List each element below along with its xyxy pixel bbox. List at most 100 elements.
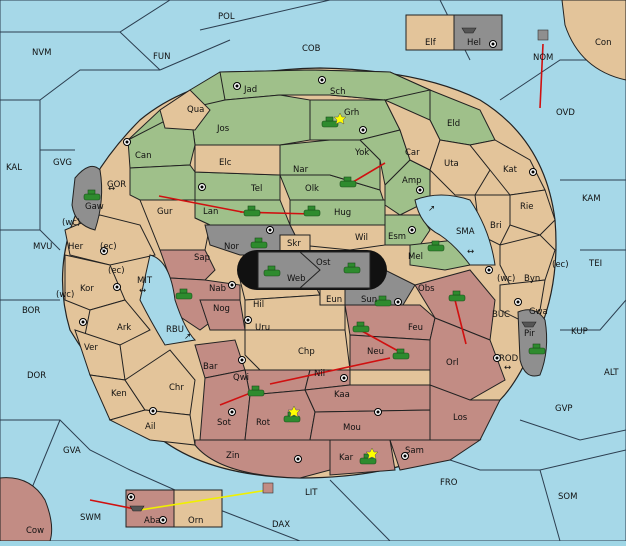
label-uru: Uru xyxy=(255,323,270,333)
label-gor: GOR xyxy=(107,180,126,190)
label-byn: Byn xyxy=(524,274,540,284)
tank-icon xyxy=(250,237,268,249)
coast-tag: (wc) xyxy=(56,290,74,300)
label-neu: Neu xyxy=(367,347,384,357)
svg-text:↗: ↗ xyxy=(428,204,435,214)
region-mou[interactable] xyxy=(309,409,431,441)
move-arrow xyxy=(158,195,243,213)
supply-center-icon xyxy=(228,408,236,416)
supply-center-icon xyxy=(408,226,416,234)
label-tel: Tel xyxy=(250,184,262,194)
label-bar: Bar xyxy=(203,362,218,372)
label-hel: Hel xyxy=(467,38,481,48)
region-zin[interactable] xyxy=(194,439,331,479)
label-rot: Rot xyxy=(256,418,271,428)
region-ail[interactable] xyxy=(108,409,196,446)
tank-icon xyxy=(247,385,265,397)
ship-icon xyxy=(537,29,549,41)
label-orl: Orl xyxy=(446,358,459,368)
label-kup: KUP xyxy=(571,327,588,337)
region-pir[interactable] xyxy=(517,309,548,377)
supply-center-icon xyxy=(416,186,424,194)
label-rie: Rie xyxy=(520,202,534,212)
region-sam[interactable] xyxy=(389,439,482,471)
region-web[interactable] xyxy=(257,251,321,289)
svg-text:↔: ↔ xyxy=(467,247,474,257)
supply-center-icon xyxy=(228,281,236,289)
label-uta: Uta xyxy=(444,159,459,169)
label-elf: Elf xyxy=(425,38,437,48)
supply-center-icon xyxy=(340,374,348,382)
label-esm: Esm xyxy=(388,232,406,242)
label-jos: Jos xyxy=(216,124,230,134)
tank-icon xyxy=(303,205,321,217)
label-mel: Mel xyxy=(408,252,423,262)
label-gwa: Gwa xyxy=(529,307,548,317)
coast-tag: (ec) xyxy=(108,266,125,276)
label-ark: Ark xyxy=(117,323,131,333)
label-fro: FRO xyxy=(440,478,458,488)
label-lit: LIT xyxy=(305,488,318,498)
label-car: Car xyxy=(405,148,420,158)
region-ark[interactable] xyxy=(84,299,151,346)
region-kar[interactable] xyxy=(329,439,396,476)
support-arrow xyxy=(139,489,269,511)
label-mit: MIT xyxy=(137,276,153,286)
region-tel[interactable] xyxy=(194,171,281,201)
label-mou: Mou xyxy=(343,423,361,433)
label-eld: Eld xyxy=(447,119,460,129)
tank-icon xyxy=(339,176,357,188)
supply-center-icon xyxy=(374,408,382,416)
label-buc: BUC xyxy=(492,310,510,320)
svg-text:↔: ↔ xyxy=(504,363,511,373)
label-kal: KAL xyxy=(6,163,22,173)
label-grh: Grh xyxy=(344,108,359,118)
svg-text:↔: ↔ xyxy=(108,184,115,194)
label-her: Her xyxy=(68,242,84,252)
region-gur[interactable] xyxy=(129,164,196,201)
label-ost: Ost xyxy=(316,258,331,268)
label-yok: Yok xyxy=(354,148,369,158)
label-gvp: GVP xyxy=(555,404,573,414)
label-con: Con xyxy=(595,38,612,48)
label-obs: Obs xyxy=(418,284,435,294)
region-elc[interactable] xyxy=(194,144,281,176)
move-arrow xyxy=(359,329,401,353)
label-skr: Skr xyxy=(287,239,301,249)
label-kar: Kar xyxy=(339,453,354,463)
label-bor: BOR xyxy=(22,306,40,316)
region-cow[interactable] xyxy=(0,477,53,542)
region-orn[interactable] xyxy=(173,489,223,528)
star-burst-icon xyxy=(365,447,379,460)
tank-icon xyxy=(352,321,370,333)
tank-icon xyxy=(392,348,410,360)
tank-icon xyxy=(427,240,445,252)
label-jad: Jad xyxy=(243,85,257,95)
label-tei: TEI xyxy=(588,259,602,269)
supply-center-icon xyxy=(79,318,87,326)
supply-center-icon xyxy=(401,452,409,460)
region-rot[interactable] xyxy=(244,389,316,441)
supply-center-icon xyxy=(493,354,501,362)
region-chr[interactable] xyxy=(124,349,196,416)
label-hil: Hil xyxy=(253,300,264,310)
label-sam: Sam xyxy=(405,446,424,456)
supply-center-icon xyxy=(489,40,497,48)
label-dax: DAX xyxy=(272,520,290,530)
label-kam: KAM xyxy=(582,194,601,204)
region-nar[interactable] xyxy=(279,139,381,191)
supply-center-icon xyxy=(238,356,246,364)
supply-centers xyxy=(79,40,537,524)
label-qwi: Qwi xyxy=(233,373,249,383)
region-qua[interactable] xyxy=(159,89,211,131)
region-elf[interactable] xyxy=(405,14,455,51)
label-wil: Wil xyxy=(355,233,368,243)
region-nog[interactable] xyxy=(199,299,246,331)
label-olk: Olk xyxy=(305,184,319,194)
region-obs[interactable] xyxy=(414,269,496,341)
label-gvg: GVG xyxy=(53,158,72,168)
tank-icon xyxy=(343,262,361,274)
label-eun: Eun xyxy=(326,295,342,305)
region-kaa[interactable] xyxy=(304,384,431,413)
